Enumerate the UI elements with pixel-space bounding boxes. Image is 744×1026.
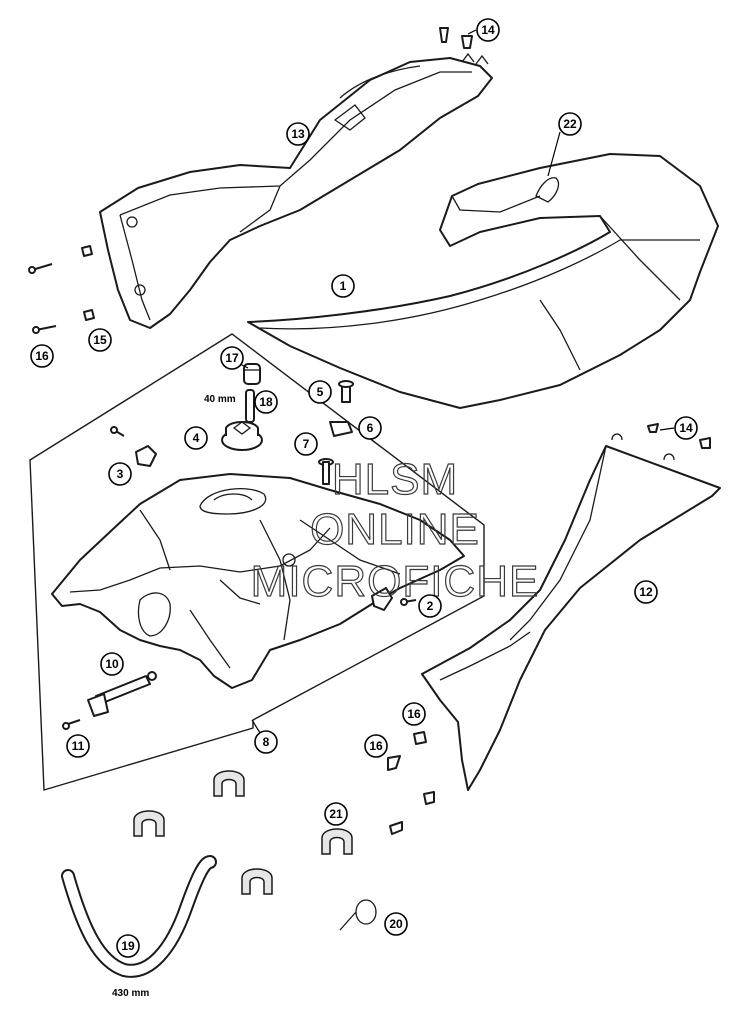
callout-3: 3 xyxy=(108,462,132,486)
fuel-hose xyxy=(61,855,217,978)
tank-clip xyxy=(110,426,157,467)
rubber-clamps xyxy=(133,770,353,895)
callout-7-label: 7 xyxy=(303,437,310,451)
callout-6: 6 xyxy=(358,416,382,440)
callout-22: 22 xyxy=(558,112,582,136)
callout-4: 4 xyxy=(184,426,208,450)
callout-18: 18 xyxy=(254,390,278,414)
fuel-tap xyxy=(87,671,157,717)
vent-hose xyxy=(245,389,255,423)
callout-13: 13 xyxy=(286,122,310,146)
callout-1: 1 xyxy=(331,274,355,298)
callout-18-label: 18 xyxy=(259,395,273,409)
fuel-hose-length-label: 430 mm xyxy=(112,988,149,999)
callout-21-label: 21 xyxy=(329,807,343,821)
callout-11: 11 xyxy=(66,734,90,758)
callout-10: 10 xyxy=(100,652,124,676)
vent-hose-length-label: 40 mm xyxy=(204,394,236,405)
callout-6-label: 6 xyxy=(367,421,374,435)
seat-screw xyxy=(338,380,354,403)
watermark-line3: MICROFICHE xyxy=(251,557,540,606)
tank-assembly-frame xyxy=(29,333,485,791)
callout-1-label: 1 xyxy=(340,279,347,293)
seat xyxy=(247,153,719,409)
callout-4-label: 4 xyxy=(193,431,200,445)
right-side-cover xyxy=(421,433,721,791)
callout-16a: 16 xyxy=(30,344,54,368)
watermark: HLSM ONLINE MICROFICHE xyxy=(250,454,540,606)
fuel-tank xyxy=(51,473,465,689)
callout-5-label: 5 xyxy=(317,385,324,399)
callout-2-label: 2 xyxy=(427,599,434,613)
callout-17: 17 xyxy=(220,346,244,370)
vent-valve xyxy=(243,363,261,385)
callout-14a-label: 14 xyxy=(481,23,495,37)
callout-5: 5 xyxy=(308,380,332,404)
callout-12-label: 12 xyxy=(639,585,653,599)
callout-19: 19 xyxy=(116,934,140,958)
tank-bolt xyxy=(318,458,334,485)
callout-16a-label: 16 xyxy=(35,349,49,363)
callout-15-label: 15 xyxy=(93,333,107,347)
fuel-cap xyxy=(221,421,263,451)
callout-16b: 16 xyxy=(402,702,426,726)
fasteners xyxy=(28,27,711,835)
callout-14a: 14 xyxy=(476,18,500,42)
callout-16c-label: 16 xyxy=(369,739,383,753)
callout-7: 7 xyxy=(294,432,318,456)
tap-screw xyxy=(62,719,81,730)
callout-21: 21 xyxy=(324,802,348,826)
callout-19-label: 19 xyxy=(121,939,135,953)
callout-22-label: 22 xyxy=(563,117,577,131)
callout-8: 8 xyxy=(254,730,278,754)
callout-14b: 14 xyxy=(674,416,698,440)
watermark-line2: ONLINE xyxy=(310,505,480,554)
callout-16c: 16 xyxy=(364,734,388,758)
callout-2: 2 xyxy=(418,594,442,618)
callout-3-label: 3 xyxy=(117,467,124,481)
bushing xyxy=(329,421,353,437)
callout-11-label: 11 xyxy=(72,739,85,753)
callout-20: 20 xyxy=(384,912,408,936)
callout-17-label: 17 xyxy=(225,351,239,365)
callout-13-label: 13 xyxy=(291,127,305,141)
callout-20-label: 20 xyxy=(389,917,403,931)
callout-12: 12 xyxy=(634,580,658,604)
watermark-line1: HLSM xyxy=(332,455,458,504)
callout-10-label: 10 xyxy=(105,657,119,671)
left-side-cover xyxy=(99,52,493,329)
callout-16b-label: 16 xyxy=(407,707,421,721)
callout-14b-label: 14 xyxy=(679,421,693,435)
callout-8-label: 8 xyxy=(263,735,270,749)
callout-15: 15 xyxy=(88,328,112,352)
side-clip xyxy=(371,587,417,611)
cable-tie xyxy=(339,899,377,931)
